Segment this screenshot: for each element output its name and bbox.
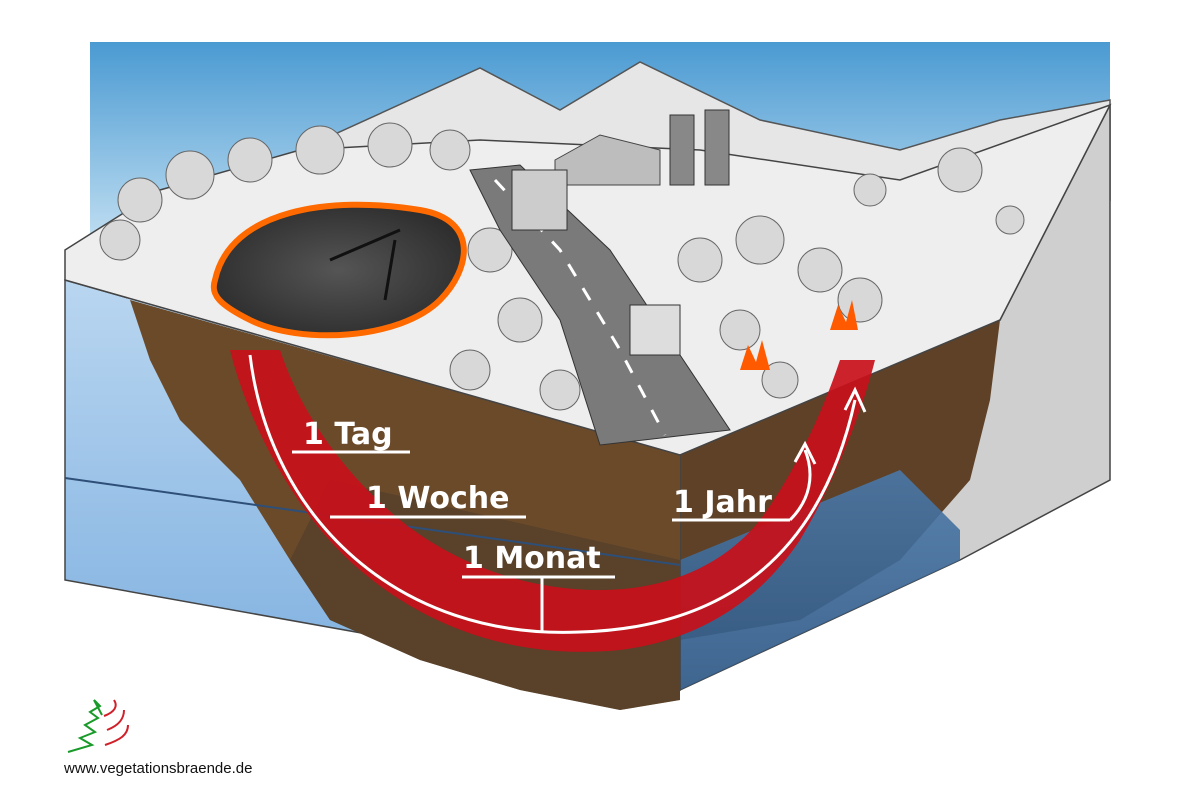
contaminant-plume <box>230 350 875 652</box>
burned-trees <box>329 228 401 301</box>
road-markings <box>493 178 667 436</box>
label-day: 1 Tag <box>303 417 393 452</box>
arrow-head-icon <box>793 440 817 465</box>
vegetationsbraende-logo <box>67 699 129 753</box>
small-fires <box>740 300 858 370</box>
website-url[interactable]: www.vegetationsbraende.de <box>64 760 253 777</box>
forest <box>99 122 1025 411</box>
arrow-head-icon <box>843 386 867 413</box>
time-arc <box>248 354 857 634</box>
fire-truck <box>511 169 568 231</box>
water-right <box>680 470 960 690</box>
time-arc-branch <box>788 449 812 522</box>
burned-area <box>210 201 467 339</box>
label-year: 1 Jahr <box>673 485 772 520</box>
farm <box>554 109 730 186</box>
label-month: 1 Monat <box>463 541 601 576</box>
car <box>629 304 681 356</box>
label-week: 1 Woche <box>366 481 509 516</box>
